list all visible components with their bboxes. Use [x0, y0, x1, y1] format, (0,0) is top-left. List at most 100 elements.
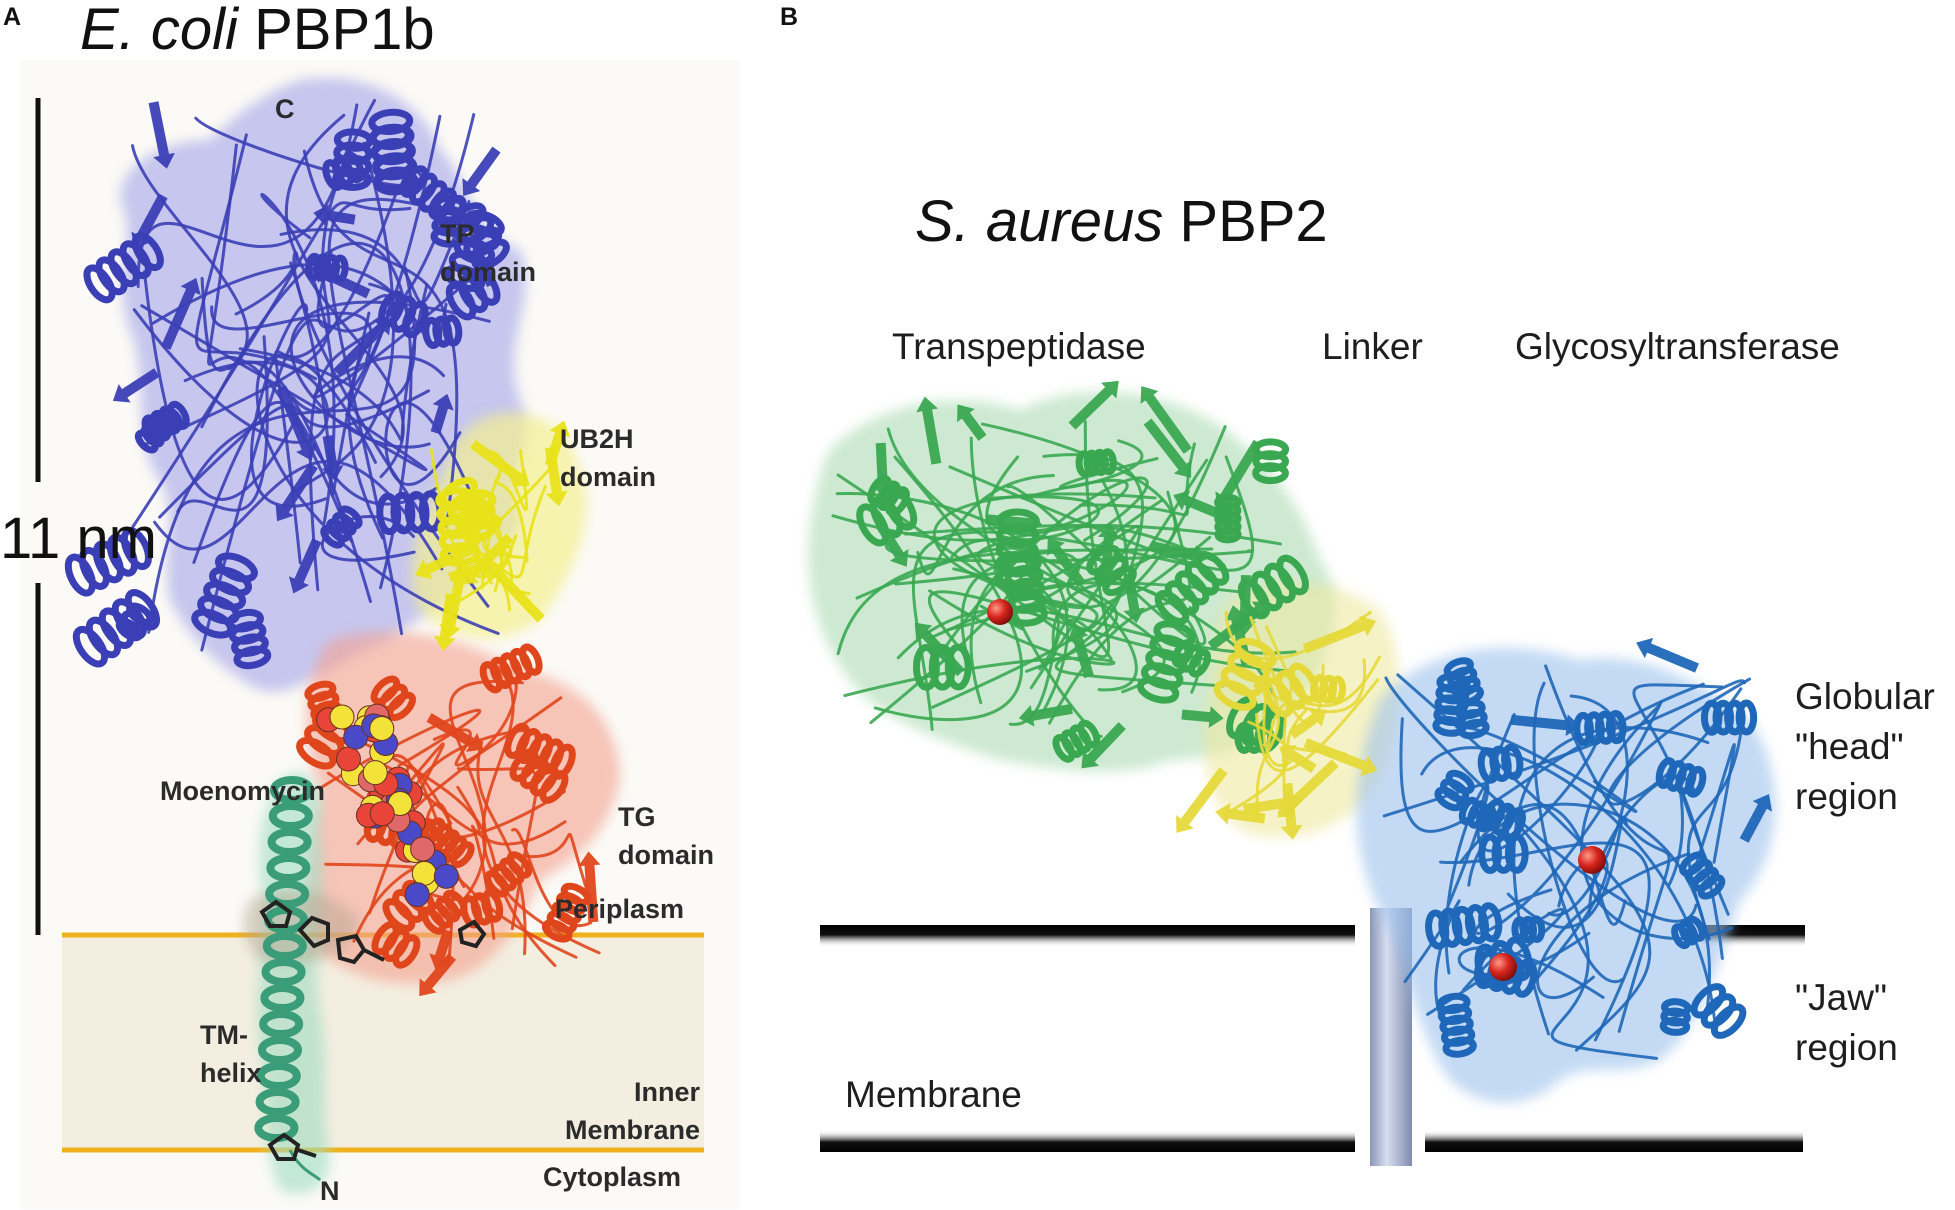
transpeptidase-active-site-sphere	[987, 599, 1013, 625]
n-terminus-label: N	[320, 1176, 340, 1206]
ribbon-loop	[312, 272, 478, 399]
moenomycin-atom	[369, 716, 395, 742]
beta-strand-arrow	[462, 146, 501, 196]
helix-turn	[1145, 648, 1188, 676]
tp-domain-ribbons	[64, 98, 510, 670]
ribbon-loop	[831, 514, 1226, 567]
beta-strand-arrow	[288, 538, 322, 594]
helix-turn	[209, 566, 252, 597]
helix-turn	[1700, 699, 1723, 736]
helix-turn	[1671, 923, 1692, 950]
helix-turn	[1442, 1036, 1477, 1058]
helix-turn	[1149, 634, 1192, 662]
membrane-top-line-left	[820, 925, 1355, 947]
ribbon-loop	[144, 98, 377, 446]
beta-strand-arrow	[1739, 794, 1773, 843]
beta-strand-arrow	[430, 393, 454, 435]
helix-turn	[72, 625, 109, 668]
beta-strand-arrow	[1081, 722, 1126, 769]
helix-turn	[390, 491, 416, 535]
helix-turn	[439, 477, 478, 508]
tm-label-line2: helix	[200, 1058, 262, 1088]
beta-strand-arrow	[415, 541, 481, 580]
beta-strand-arrow	[1181, 706, 1224, 729]
helix-turn	[1501, 807, 1526, 841]
helix-turn	[1327, 675, 1347, 705]
helix-turn	[422, 316, 443, 349]
beta-strand-arrow	[131, 193, 168, 250]
beta-strand-arrow	[1303, 738, 1378, 777]
helix-turn	[370, 138, 414, 164]
ub2h-label-line1: UB2H	[560, 424, 634, 454]
panel-b-title: S. aureus PBP2	[915, 188, 1328, 255]
ribbon-loop	[873, 455, 1024, 722]
helix-turn	[332, 167, 372, 191]
helix-turn	[115, 618, 144, 642]
helix-turn	[119, 240, 152, 280]
tm-helix-turn	[267, 828, 312, 856]
beta-strand-arrow	[487, 562, 545, 623]
moenomycin-atom	[335, 746, 361, 772]
tp-label-line2: domain	[440, 257, 537, 287]
beta-strand-arrow	[419, 953, 456, 997]
tm-helix-turn	[261, 958, 306, 986]
helix-turn	[320, 524, 345, 549]
helix-turn	[1697, 874, 1726, 900]
beta-strand-arrow	[578, 851, 601, 923]
ribbon-loop	[284, 113, 405, 479]
ribbon-loop	[948, 455, 1254, 572]
ribbon-loop	[843, 589, 1116, 698]
helix-turn	[1262, 677, 1294, 718]
tm-helix-ribbons	[254, 776, 322, 1182]
ribbon-loop	[950, 538, 1138, 692]
panel-b-title-species: S. aureus	[915, 189, 1164, 254]
beta-strand-arrow	[469, 440, 530, 487]
helix-turn	[1425, 909, 1450, 950]
helix-turn	[463, 226, 503, 259]
helix-turn	[107, 248, 140, 288]
helix-turn	[392, 934, 421, 969]
helix-turn	[1214, 526, 1242, 544]
ribbon-loop	[485, 448, 528, 512]
helix-turn	[1276, 554, 1309, 596]
panel-b	[808, 380, 1805, 1166]
helix-turn	[1252, 462, 1289, 485]
helix-turn	[83, 264, 116, 304]
helix-turn	[1154, 590, 1190, 625]
ribbon-loop	[1456, 725, 1638, 814]
beta-strand-arrow	[914, 622, 965, 677]
helix-turn	[401, 300, 429, 339]
beta-strand-arrow	[1097, 523, 1120, 588]
beta-strand-arrow	[1176, 767, 1228, 833]
helix-turn	[870, 495, 904, 539]
transpeptidase-label: Transpeptidase	[892, 326, 1146, 367]
linker-surface	[1204, 581, 1399, 838]
helix-turn	[445, 281, 477, 321]
tm-helix-turn	[270, 776, 314, 804]
beta-strand-arrow	[469, 244, 497, 287]
tm-helix-turn	[258, 1036, 302, 1064]
globular-head-label: Globular"head"region	[1795, 672, 1935, 822]
ribbon-loop	[279, 200, 471, 305]
gt-head-active-site-sphere	[1578, 846, 1606, 874]
jaw-line1: "Jaw"	[1795, 977, 1888, 1018]
glycosyltransferase-label: Glycosyltransferase	[1515, 326, 1840, 367]
beta-strand-arrow	[1123, 572, 1146, 624]
linker-label: Linker	[1322, 326, 1423, 367]
beta-strand-arrow	[1279, 744, 1317, 774]
helix-turn	[134, 429, 159, 454]
helix-turn	[373, 166, 417, 192]
beta-strand-arrow	[1302, 615, 1377, 654]
helix-turn	[376, 492, 402, 536]
transpeptidase-ribbons	[831, 380, 1309, 769]
tm-helix-turn	[260, 984, 305, 1012]
inner-label-line2: Membrane	[564, 1115, 700, 1145]
helix-turn	[455, 214, 495, 246]
jaw-region-label: "Jaw"region	[1795, 973, 1898, 1073]
moenomycin-atom	[329, 704, 355, 730]
helix-turn	[1511, 916, 1529, 944]
tg-label-line2: domain	[618, 840, 715, 870]
helix-turn	[1075, 450, 1093, 478]
